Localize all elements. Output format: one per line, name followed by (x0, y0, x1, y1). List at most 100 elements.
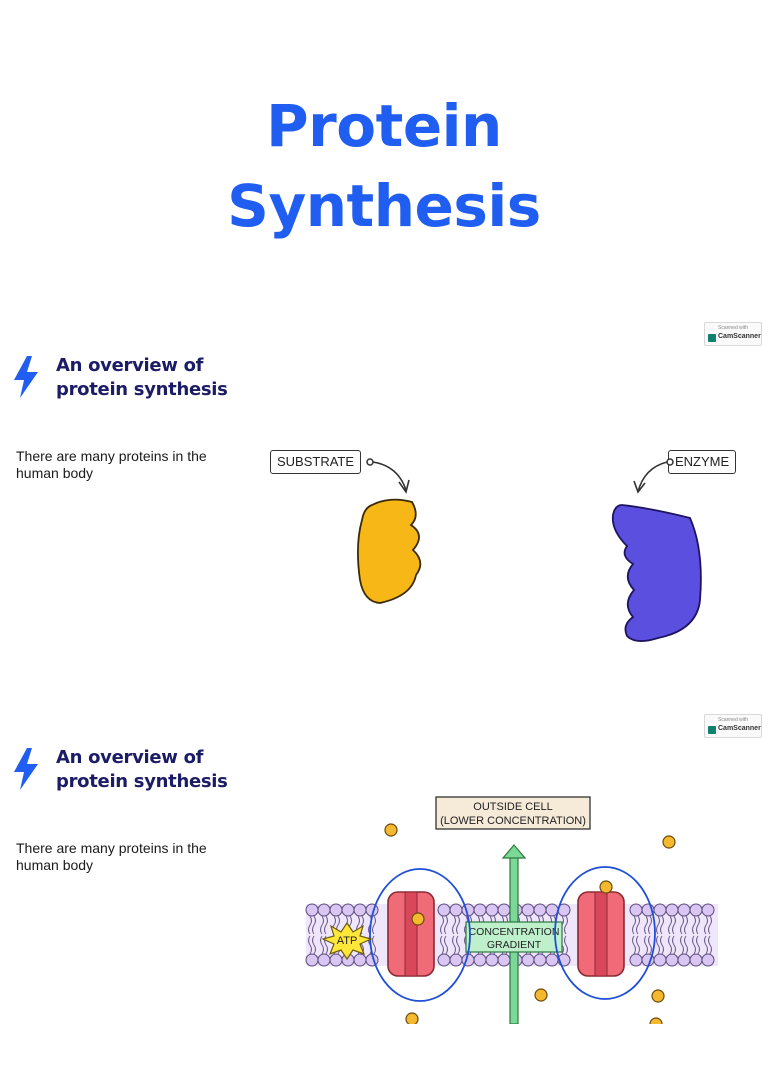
active-transport-diagram: OUTSIDE CELL (LOWER CONCENTRATION) CONCE… (305, 796, 718, 1024)
gradient-label-line-1: CONCENTRATION (469, 926, 560, 938)
lipid-head (473, 903, 487, 917)
camscanner-badge: Scanned with CamScanner (704, 714, 762, 738)
enzyme-label: ENZYME (668, 450, 737, 474)
lipid-head (317, 903, 331, 917)
lightning-bolt-icon (14, 748, 38, 790)
lipid-tail (444, 935, 448, 955)
lipid-tail (372, 915, 376, 935)
enzyme-arrow (637, 461, 668, 493)
substrate-label: SUBSTRATE (270, 450, 362, 474)
lipid-head (677, 903, 691, 917)
enzyme-shape (611, 504, 702, 642)
lipid-tail (308, 935, 312, 955)
lipid-tail (680, 915, 684, 935)
page-title-line-1: Protein (266, 92, 502, 160)
lipid-head (341, 903, 355, 917)
lipid-tail (308, 915, 312, 935)
lipid-tail (644, 915, 648, 935)
protein-highlight-circle (369, 868, 471, 1002)
lipid-tail (692, 915, 696, 935)
lipid-tail (456, 935, 460, 955)
section-heading: An overview of protein synthesis (56, 354, 228, 402)
lipid-tail (452, 935, 456, 955)
lipid-tail (680, 935, 684, 955)
lipid-head (329, 903, 343, 917)
lipid-tail (696, 935, 700, 955)
transport-protein-left (369, 868, 471, 1002)
ion (534, 988, 548, 1002)
lipid-head (521, 953, 535, 967)
transport-protein-right (554, 866, 656, 1000)
lipid-tail (672, 915, 676, 935)
camscanner-badge: Scanned with CamScanner (704, 322, 762, 346)
lipid-tail (656, 935, 660, 955)
lipid-tail (668, 935, 672, 955)
atp-star-icon (321, 921, 373, 961)
camscanner-top-text: Scanned with (717, 325, 749, 331)
lipid-tail (648, 915, 652, 935)
lipid-tail (644, 935, 648, 955)
ion (662, 835, 676, 849)
lipid-tail (684, 915, 688, 935)
gradient-arrow-head (501, 844, 527, 859)
concentration-gradient-label-box (465, 921, 563, 953)
lipid-tail (636, 935, 640, 955)
lipid-head (677, 953, 691, 967)
page-title-line-2: Synthesis (227, 172, 541, 240)
lipid-head (629, 903, 643, 917)
substrate-arrow (372, 461, 407, 491)
lipid-tail (660, 935, 664, 955)
lipid-tail (564, 915, 568, 935)
lipid-head (305, 953, 319, 967)
section-body-text: There are many proteins in the human bod… (16, 840, 207, 873)
substrate-arrow-start (366, 458, 374, 466)
lipid-head (353, 903, 367, 917)
ion (411, 912, 425, 926)
lipid-head (353, 953, 367, 967)
lipid-head (533, 903, 547, 917)
section-heading-line-1: An overview of (56, 355, 204, 376)
gradient-label-line-2: GRADIENT (487, 939, 542, 951)
lipid-tail (312, 935, 316, 955)
section-heading-line-1: An overview of (56, 747, 204, 768)
camscanner-name: CamScanner (718, 333, 761, 340)
lipid-head (665, 903, 679, 917)
lipid-tail (440, 915, 444, 935)
ion (599, 880, 613, 894)
lipid-head (545, 953, 559, 967)
protein-highlight-circle (554, 866, 656, 1000)
lipid-head (317, 953, 331, 967)
lipid-tail (324, 915, 328, 935)
lipid-tail (696, 915, 700, 935)
lipid-head (485, 903, 499, 917)
lipid-head (689, 953, 703, 967)
lipid-tail (564, 935, 568, 955)
lipid-tail (632, 915, 636, 935)
lipid-tail (704, 915, 708, 935)
lipid-head (497, 953, 511, 967)
section-heading-line-2: protein synthesis (56, 379, 228, 400)
page-title: Protein Synthesis (0, 86, 768, 246)
enzyme-arrow-start (666, 458, 674, 466)
outside-cell-label-line-2: (LOWER CONCENTRATION) (440, 815, 586, 827)
lipid-tail (440, 935, 444, 955)
lipid-head (449, 903, 463, 917)
section-heading: An overview of protein synthesis (56, 746, 228, 794)
lipid-head (629, 953, 643, 967)
lipid-tail (312, 915, 316, 935)
lipid-head (701, 903, 715, 917)
outside-cell-label-line-1: OUTSIDE CELL (473, 801, 552, 813)
outside-cell-label-box (435, 796, 591, 830)
section-heading-line-2: protein synthesis (56, 771, 228, 792)
ion (651, 989, 665, 1003)
substrate-shape (357, 498, 422, 604)
lipid-head (437, 903, 451, 917)
lipid-head (305, 903, 319, 917)
slide-section-1: Scanned with CamScanner An overview of p… (0, 320, 768, 680)
ion (649, 1017, 663, 1024)
lipid-tail (636, 915, 640, 935)
lipid-head (449, 953, 463, 967)
lipid-tail (692, 935, 696, 955)
lipid-tail (372, 935, 376, 955)
ion (405, 1012, 419, 1024)
